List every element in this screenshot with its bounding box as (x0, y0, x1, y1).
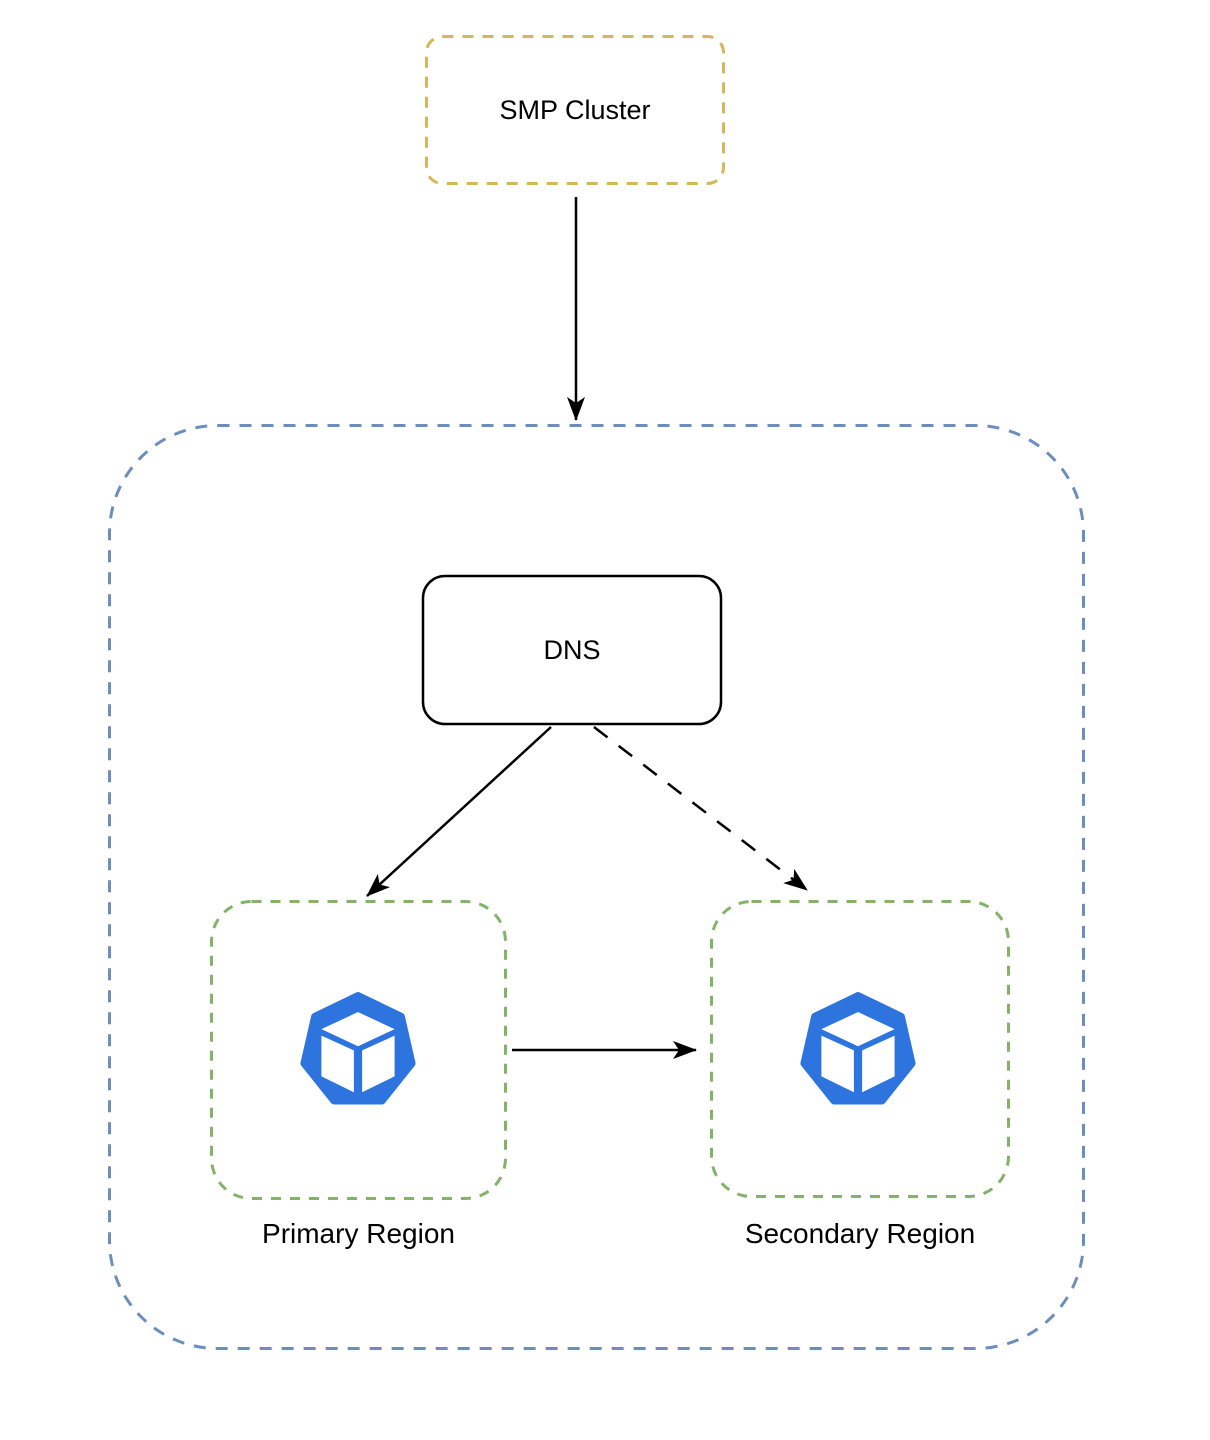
dns-box (421, 574, 723, 726)
edge-dns-to-secondary (593, 726, 808, 891)
dns-label: DNS (543, 634, 601, 665)
smp-cluster-label: SMP Cluster (499, 94, 651, 125)
smp-cluster-box (425, 35, 725, 185)
secondary-region-box (710, 900, 1010, 1198)
primary-region-box (210, 900, 507, 1200)
cube-heptagon-icon (800, 992, 916, 1105)
secondary-region-label: Secondary Region (744, 1218, 976, 1250)
outer-group-box (108, 424, 1085, 1350)
cube-heptagon-icon (300, 992, 416, 1105)
edge-dns-to-primary (366, 726, 552, 897)
primary-region-label: Primary Region (262, 1218, 455, 1250)
